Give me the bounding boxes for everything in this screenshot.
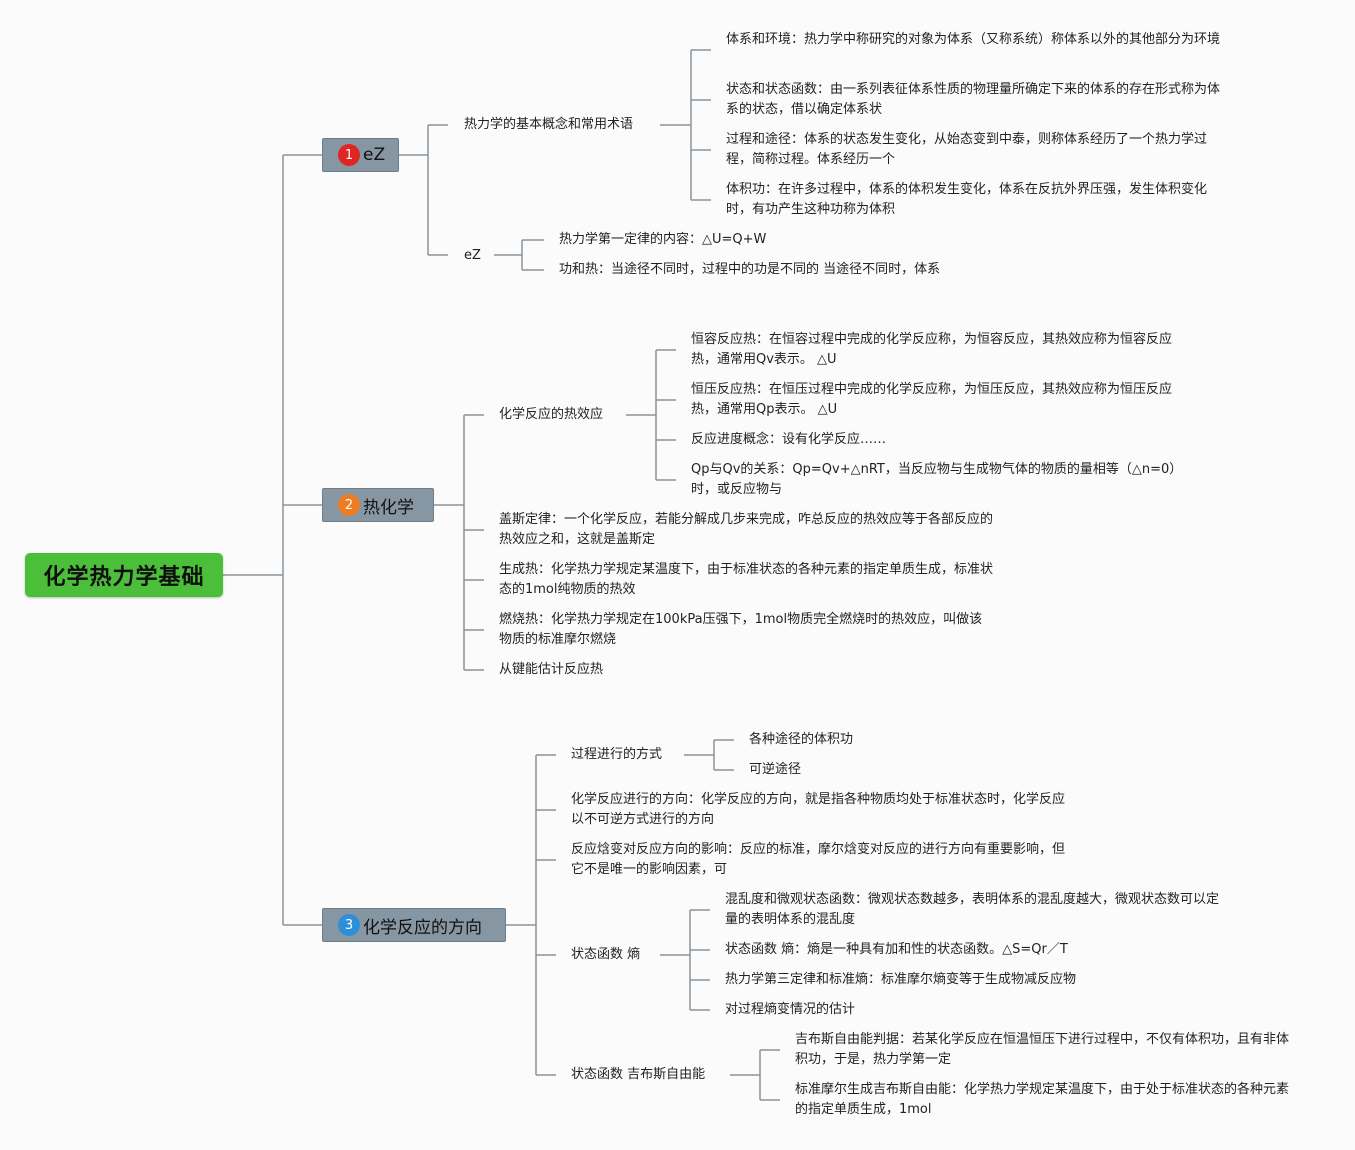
topic-enthalpy-effect[interactable]: 反应焓变对反应方向的影响：反应的标准，摩尔焓变对反应的进行方向有重要影响，但它不… (571, 842, 1066, 877)
topic-reaction-direction[interactable]: 化学反应进行的方向：化学反应的方向，就是指各种物质均处于标准状态时，化学反应以不… (571, 792, 1066, 827)
connector-b3-c1 (684, 739, 734, 771)
subtopic-reaction-extent[interactable]: 反应进度概念：设有化学反应…… (691, 432, 887, 447)
subtopic-third-law[interactable]: 热力学第三定律和标准熵：标准摩尔熵变等于生成物减反应物 (725, 972, 1077, 987)
branch-2-label: 热化学 (363, 497, 414, 518)
connector-b1-c1 (660, 49, 711, 201)
topic-hess-law[interactable]: 盖斯定律：一个化学反应，若能分解成几步来完成，咋总反应的热效应等于各部反应的热效… (499, 512, 994, 547)
number-2-badge: 2 (338, 494, 360, 516)
subtopic-entropy-estimate[interactable]: 对过程熵变情况的估计 (725, 1002, 856, 1017)
branch-3[interactable]: 3 化学反应的方向 (322, 908, 506, 942)
topic-ez[interactable]: eZ (464, 248, 481, 263)
subtopic-gibbs-criterion[interactable]: 吉布斯自由能判据：若某化学反应在恒温恒压下进行过程中，不仅有体积功，且有非体积功… (795, 1032, 1290, 1067)
subtopic-volume-work[interactable]: 体积功：在许多过程中，体系的体积发生变化，体系在反抗外界压强，发生体积变化时，有… (726, 182, 1208, 217)
connector-b3-c4 (660, 909, 710, 1011)
number-1-badge: 1 (338, 144, 360, 166)
connector-branch-2 (434, 414, 484, 671)
root-topic[interactable]: 化学热力学基础 (25, 553, 223, 597)
topic-formation-heat[interactable]: 生成热：化学热力学规定某温度下，由于标准状态的各种元素的指定单质生成，标准状态的… (499, 562, 994, 597)
topic-combustion-heat[interactable]: 燃烧热：化学热力学规定在100kPa压强下，1mol物质完全燃烧时的热效应，叫做… (499, 612, 983, 647)
topic-heat-effect[interactable]: 化学反应的热效应 (499, 407, 604, 422)
subtopic-entropy-function[interactable]: 状态函数 熵：熵是一种具有加和性的状态函数。△S=Qr／T (725, 942, 1068, 957)
connector-branch-1 (399, 124, 448, 256)
subtopic-process-path[interactable]: 过程和途径：体系的状态发生变化，从始态变到中泰，则称体系经历了一个热力学过程，简… (726, 132, 1208, 167)
branch-3-label: 化学反应的方向 (363, 917, 482, 938)
branch-1-label: eZ (363, 145, 386, 165)
subtopic-state-function[interactable]: 状态和状态函数：由一系列表征体系性质的物理量所确定下来的体系的存在形式称为体系的… (726, 82, 1221, 117)
subtopic-constant-volume-heat[interactable]: 恒容反应热：在恒容过程中完成的化学反应称，为恒容反应，其热效应称为恒容反应热，通… (691, 332, 1173, 367)
topic-entropy[interactable]: 状态函数 熵 (571, 947, 641, 962)
subtopic-qp-qv-relation[interactable]: Qp与Qv的关系：Qp=Qv+△nRT，当反应物与生成物气体的物质的量相等（△n… (691, 462, 1183, 497)
subtopic-standard-gibbs[interactable]: 标准摩尔生成吉布斯自由能：化学热力学规定某温度下，由于处于标准状态的各种元素的指… (795, 1082, 1290, 1117)
subtopic-disorder[interactable]: 混乱度和微观状态函数：微观状态数越多，表明体系的混乱度越大，微观状态数可以定量的… (725, 892, 1220, 927)
connector-b2-c1 (626, 349, 676, 481)
number-3-badge: 3 (338, 914, 360, 936)
topic-process-mode[interactable]: 过程进行的方式 (571, 747, 663, 762)
topic-basic-concepts[interactable]: 热力学的基本概念和常用术语 (464, 117, 634, 132)
subtopic-first-law[interactable]: 热力学第一定律的内容：△U=Q+W (559, 232, 767, 247)
connector-b1-c2 (494, 239, 544, 271)
subtopic-volume-work-paths[interactable]: 各种途径的体积功 (749, 732, 854, 747)
subtopic-system-environment[interactable]: 体系和环境：热力学中称研究的对象为体系（又称系统）称体系以外的其他部分为环境 (726, 32, 1221, 47)
connector-root (223, 154, 322, 926)
subtopic-work-heat[interactable]: 功和热：当途径不同时，过程中的功是不同的 当途径不同时，体系 (559, 262, 941, 277)
topic-gibbs[interactable]: 状态函数 吉布斯自由能 (571, 1067, 706, 1082)
subtopic-constant-pressure-heat[interactable]: 恒压反应热：在恒压过程中完成的化学反应称，为恒压反应，其热效应称为恒压反应热，通… (691, 382, 1173, 417)
branch-1[interactable]: 1 eZ (322, 138, 399, 172)
subtopic-reversible-path[interactable]: 可逆途径 (749, 762, 802, 777)
topic-bond-energy[interactable]: 从键能估计反应热 (499, 662, 604, 677)
connector-branch-3 (506, 754, 556, 1076)
connector-b3-c5 (730, 1049, 780, 1101)
branch-2[interactable]: 2 热化学 (322, 488, 434, 522)
